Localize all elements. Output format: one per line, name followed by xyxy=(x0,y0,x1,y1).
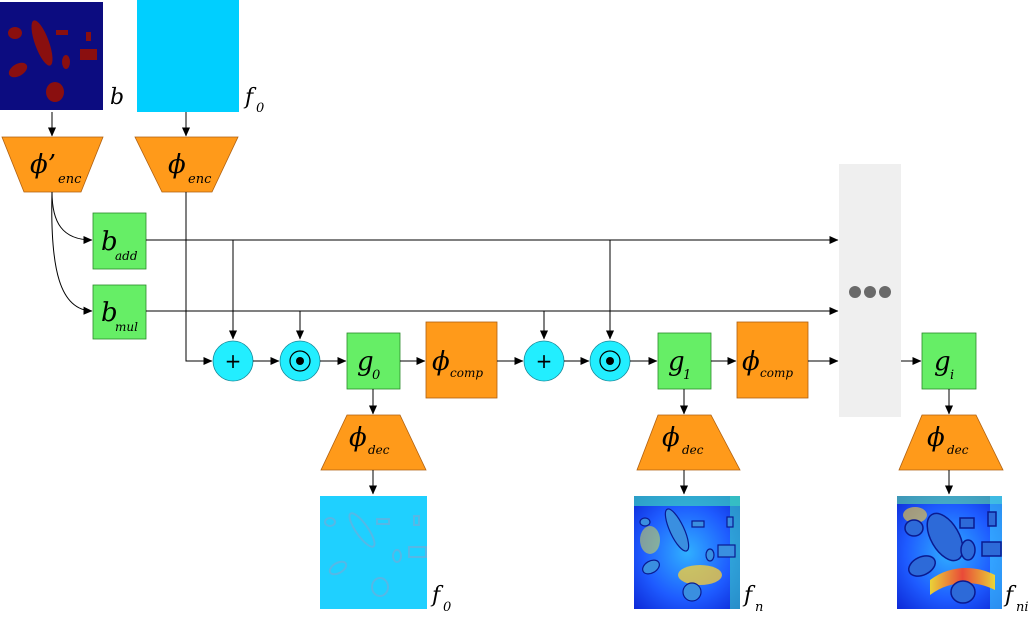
comp-block-1: ϕcomp xyxy=(425,321,498,399)
mul-operator-1 xyxy=(279,340,321,382)
svg-text:+: + xyxy=(225,349,242,373)
encoder-b: ϕ’enc xyxy=(1,136,104,193)
mul-operator-2 xyxy=(589,340,631,382)
add-operator-1: + xyxy=(212,340,254,382)
gi-label: gi xyxy=(934,347,954,383)
ellipsis-dots xyxy=(849,286,891,298)
b-mul-block: bmul xyxy=(92,284,147,340)
b-mul-label: bmul xyxy=(101,298,138,334)
g0-block: g0 xyxy=(346,332,401,390)
b-add-label: badd xyxy=(101,227,138,263)
g1-block: g1 xyxy=(657,332,712,390)
comp-label-1: ϕcomp xyxy=(432,347,483,380)
input-f0-map xyxy=(137,0,239,112)
b-add-block: badd xyxy=(92,212,147,270)
input-b-label: b xyxy=(110,85,124,110)
gi-block: gi xyxy=(921,332,977,390)
g0-label: g0 xyxy=(357,347,380,383)
comp-block-2: ϕcomp xyxy=(736,321,809,399)
encoder-b-label: ϕ’enc xyxy=(30,150,82,187)
comp-label-2: ϕcomp xyxy=(742,347,793,380)
decoder-1-label: ϕdec xyxy=(349,423,390,457)
output-fni-map xyxy=(897,496,1002,609)
output-fn-map xyxy=(634,496,740,609)
decoder-1: ϕdec xyxy=(320,414,427,471)
add-operator-2: + xyxy=(523,340,565,382)
output-f0-map xyxy=(320,496,427,609)
input-b-map xyxy=(0,2,103,110)
g1-label: g1 xyxy=(668,347,691,383)
svg-text:+: + xyxy=(536,349,553,373)
